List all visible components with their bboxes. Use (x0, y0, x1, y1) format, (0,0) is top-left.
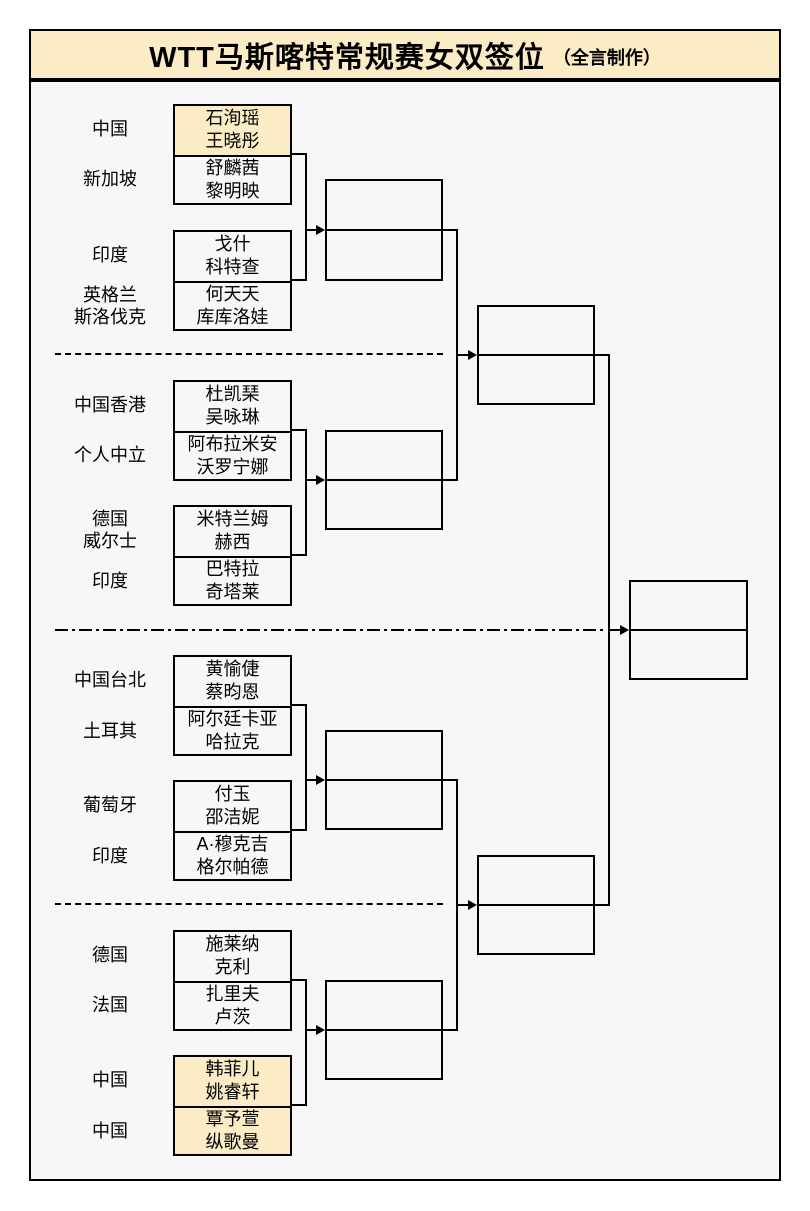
connector-line (608, 629, 620, 631)
team-slot: A·穆克吉 格尔帕德 (175, 830, 290, 880)
connector-line (441, 779, 458, 781)
title-bar: WTT马斯喀特常规赛女双签位 （全言制作） (29, 29, 781, 80)
section-separator-dashed (55, 353, 443, 355)
winner-slot-divider (327, 229, 441, 231)
country-label: 中国台北 (74, 670, 146, 690)
connector-line (290, 704, 307, 706)
arrow-icon (316, 1025, 325, 1035)
team-slot: 施莱纳 克利 (205, 934, 260, 978)
team-slot: 黄愉倢 蔡昀恩 (205, 659, 260, 703)
round1-pair: 杜凯琹 吴咏琳 阿布拉米安 沃罗宁娜 (173, 380, 292, 481)
connector-line (456, 354, 469, 356)
country-label: 中国香港 (74, 395, 146, 415)
connector-line (593, 904, 610, 906)
winner-slot-divider (631, 629, 746, 631)
country-label: 印度 (92, 571, 128, 591)
country-label: 英格兰 斯洛伐克 (74, 285, 146, 327)
country-label: 印度 (92, 846, 128, 866)
connector-line (305, 704, 307, 831)
round2-match-box (325, 980, 443, 1080)
arrow-icon (316, 225, 325, 235)
connector-line (290, 554, 307, 556)
half-separator-dashdot (55, 629, 606, 631)
round1-pair: 施莱纳 克利 扎里夫 卢茨 (173, 930, 292, 1031)
connector-line (290, 279, 307, 281)
connector-line (290, 979, 307, 981)
connector-line (305, 1029, 317, 1031)
connector-line (305, 479, 317, 481)
final-match-box (629, 580, 748, 680)
team-slot: 巴特拉 奇塔莱 (175, 555, 290, 605)
team-slot: 阿尔廷卡亚 哈拉克 (175, 705, 290, 755)
page-title: WTT马斯喀特常规赛女双签位 (149, 41, 545, 74)
country-label: 法国 (92, 995, 128, 1015)
arrow-icon (468, 350, 477, 360)
round1-pair: 韩菲儿 姚睿轩 覃予萱 纵歌曼 (173, 1055, 292, 1156)
connector-line (290, 153, 307, 155)
section-separator-dashed (55, 903, 443, 905)
country-label: 中国 (92, 1121, 128, 1141)
connector-line (305, 229, 317, 231)
arrow-icon (316, 475, 325, 485)
connector-line (593, 354, 610, 356)
round1-pair: 付玉 邵洁妮 A·穆克吉 格尔帕德 (173, 780, 292, 881)
semifinal-match-box (477, 855, 595, 955)
connector-line (441, 479, 458, 481)
round2-match-box (325, 730, 443, 830)
winner-slot-divider (479, 904, 593, 906)
round1-pair: 米特兰姆 赫西 巴特拉 奇塔莱 (173, 505, 292, 606)
arrow-icon (620, 625, 629, 635)
winner-slot-divider (327, 779, 441, 781)
team-slot: 杜凯琹 吴咏琳 (205, 384, 260, 428)
country-label: 德国 威尔士 (83, 509, 137, 551)
arrow-icon (468, 900, 477, 910)
arrow-icon (316, 775, 325, 785)
round2-match-box (325, 179, 443, 281)
round1-pair: 戈什 科特查 何天天 库库洛娃 (173, 230, 292, 331)
semifinal-match-box (477, 305, 595, 405)
connector-line (290, 429, 307, 431)
team-slot: 覃予萱 纵歌曼 (175, 1105, 290, 1154)
team-slot: 戈什 科特查 (205, 234, 260, 278)
team-slot: 付玉 邵洁妮 (205, 784, 260, 828)
connector-line (290, 829, 307, 831)
team-slot: 韩菲儿 姚睿轩 (175, 1057, 290, 1106)
connector-line (305, 979, 307, 1106)
connector-line (456, 904, 469, 906)
team-slot: 石洵瑶 王晓彤 (175, 106, 290, 155)
round2-match-box (325, 430, 443, 530)
country-label: 个人中立 (74, 445, 146, 465)
connector-line (305, 779, 317, 781)
team-slot: 何天天 库库洛娃 (175, 280, 290, 330)
team-slot: 扎里夫 卢茨 (175, 980, 290, 1030)
connector-line (305, 429, 307, 556)
country-label: 土耳其 (83, 721, 137, 741)
title-credit: （全言制作） (552, 47, 661, 68)
connector-line (441, 229, 458, 231)
country-label: 印度 (92, 245, 128, 265)
winner-slot-divider (479, 354, 593, 356)
country-label: 德国 (92, 945, 128, 965)
team-slot: 舒麟茜 黎明映 (175, 154, 290, 204)
round1-pair: 石洵瑶 王晓彤 舒麟茜 黎明映 (173, 104, 292, 205)
country-label: 中国 (92, 1070, 128, 1090)
team-slot: 米特兰姆 赫西 (196, 509, 269, 553)
round1-pair: 黄愉倢 蔡昀恩 阿尔廷卡亚 哈拉克 (173, 655, 292, 756)
country-label: 中国 (92, 119, 128, 139)
connector-line (290, 1104, 307, 1106)
winner-slot-divider (327, 479, 441, 481)
connector-line (441, 1029, 458, 1031)
winner-slot-divider (327, 1029, 441, 1031)
country-label: 新加坡 (83, 169, 137, 189)
connector-line (305, 153, 307, 281)
country-label: 葡萄牙 (83, 795, 137, 815)
team-slot: 阿布拉米安 沃罗宁娜 (175, 430, 290, 480)
